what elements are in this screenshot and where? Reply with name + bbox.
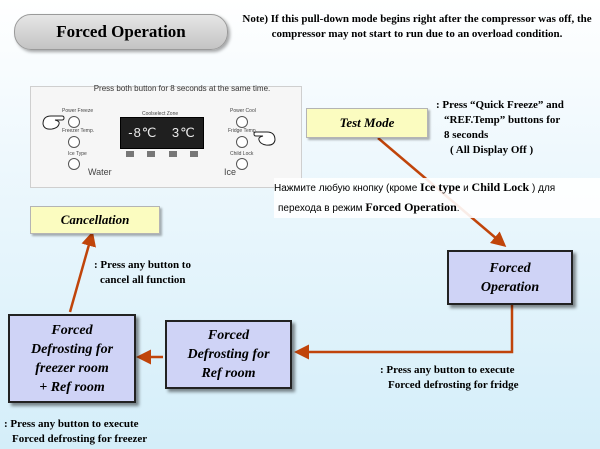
russian-line2-text: перехода в режим [278, 203, 366, 214]
defrost-freezer-box: Forced Defrosting for freezer room + Ref… [8, 314, 136, 403]
display-header: Coolselect Zone [142, 111, 179, 117]
freezer-annotation-line: : Press any button to execute [4, 418, 139, 430]
ice-type-label: Ice Type [68, 151, 87, 157]
russian-line-2: перехода в режим Forced Operation. [274, 198, 600, 218]
fridge-annotation: : Press any button to execute Forced def… [380, 363, 580, 393]
defrost-freezer-line: Forced [51, 322, 93, 338]
forced-operation-line: Operation [480, 279, 540, 295]
freezer-temp-label: Freezer Temp. [62, 128, 95, 134]
russian-instruction: Нажмите любую кнопку (кроме Ice type и C… [274, 178, 600, 218]
forced-operation-line: Forced [489, 260, 531, 276]
cancellation-box: Cancellation [30, 206, 160, 234]
hand-pointer-right-icon [253, 131, 276, 146]
note: Note) If this pull-down mode begins righ… [236, 12, 598, 42]
freezer-annotation-line: Forced defrosting for freezer [12, 433, 148, 445]
russian-text-part2: ) для [529, 183, 556, 194]
power-cool-button [236, 116, 248, 128]
fridge-temp-label: Fridge Temp. [228, 128, 258, 134]
indicator-icon [147, 151, 156, 157]
arrow-forced-to-ref [294, 303, 514, 360]
cancellation-label: Cancellation [60, 212, 130, 227]
arrow-freezer-to-cancel [68, 231, 96, 313]
freezer-temp-button [68, 136, 80, 148]
cancel-annotation-line: : Press any button to [94, 259, 191, 271]
power-freeze-button [68, 116, 80, 128]
test-mode-annotation-line: 8 seconds [444, 129, 489, 141]
forced-operation-box: Forced Operation [447, 250, 573, 305]
indicator-icon [126, 151, 134, 157]
indicator-icon [168, 151, 177, 157]
hand-pointer-left-icon [42, 115, 65, 130]
test-mode-label: Test Mode [339, 115, 395, 130]
panel-display: -8℃ 3℃ [120, 117, 204, 149]
defrost-ref-line: Ref room [201, 366, 256, 381]
russian-child-lock: Child Lock [471, 180, 530, 194]
defrost-ref-line: Defrosting for [187, 347, 270, 362]
power-cool-label: Power Cool [230, 108, 256, 114]
russian-period: . [456, 203, 460, 214]
indicator-icon [189, 151, 198, 157]
russian-ice-type: Ice type [420, 180, 461, 194]
power-freeze-label: Power Freeze [62, 108, 94, 114]
freezer-annotation: : Press any button to execute Forced def… [4, 417, 204, 447]
russian-text-part1: Нажмите любую кнопку (кроме [274, 183, 421, 194]
fridge-annotation-line: Forced defrosting for fridge [388, 379, 519, 391]
russian-forced-operation: Forced Operation [365, 200, 457, 214]
note-line-2: compressor may not start to run due to a… [271, 28, 563, 40]
defrost-ref-line: Forced [207, 328, 250, 343]
defrost-freezer-line: freezer room [35, 360, 109, 376]
child-lock-label: Child Lock [230, 151, 254, 157]
russian-line-1: Нажмите любую кнопку (кроме Ice type и C… [274, 178, 600, 198]
display-left-temp: -8℃ [128, 125, 158, 140]
cancel-annotation-line: cancel all function [100, 274, 186, 286]
test-mode-box: Test Mode [306, 108, 428, 138]
ice-type-button [68, 158, 80, 170]
defrost-freezer-line: Defrosting for [30, 341, 114, 357]
water-label: Water [88, 167, 112, 177]
fridge-temp-button [236, 136, 248, 148]
russian-and: и [460, 183, 472, 194]
ice-label: Ice [224, 167, 237, 177]
display-indicators [126, 151, 198, 158]
fridge-annotation-line: : Press any button to execute [380, 364, 515, 376]
note-line-1: Note) If this pull-down mode begins righ… [242, 13, 592, 25]
defrost-freezer-line: + Ref room [39, 379, 105, 395]
defrost-ref-box: Forced Defrosting for Ref room [165, 320, 292, 389]
page-title-text: Forced Operation [56, 22, 186, 41]
test-mode-annotation-line: “REF.Temp” buttons for [444, 114, 561, 126]
test-mode-annotation-line: ( All Display Off ) [450, 144, 534, 156]
display-right-temp: 3℃ [171, 125, 196, 140]
panel-caption: Press both button for 8 seconds at the s… [93, 84, 271, 93]
test-mode-annotation-line: : Press “Quick Freeze” and [436, 99, 564, 111]
child-lock-button [236, 158, 248, 170]
cancel-annotation: : Press any button to cancel all functio… [94, 258, 264, 288]
test-mode-annotation: : Press “Quick Freeze” and “REF.Temp” bu… [436, 98, 600, 158]
page-title: Forced Operation [14, 14, 228, 50]
